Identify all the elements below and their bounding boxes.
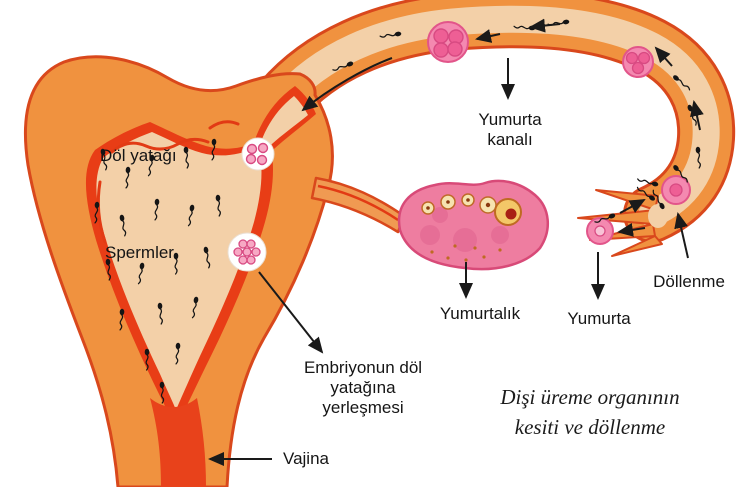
ovarian-stalk xyxy=(310,176,406,234)
blastocyst-cell xyxy=(241,137,275,171)
figure-caption: Dişi üreme organının kesiti ve döllenme xyxy=(500,385,680,439)
fallopian-tube xyxy=(253,0,736,243)
fertilization-pointer xyxy=(674,212,689,259)
label-uterus: Döl yatağı xyxy=(100,146,177,165)
label-ovary: Yumurtalık xyxy=(439,304,521,323)
ovulated-egg xyxy=(586,217,614,245)
fertilization-egg xyxy=(661,175,691,205)
zygote-cell xyxy=(622,46,654,78)
egg-cells xyxy=(427,21,691,245)
label-vagina: Vajina xyxy=(283,449,329,468)
fimbriae xyxy=(577,189,668,257)
label-implantation: Embriyonun döl yatağına yerleşmesi xyxy=(303,358,423,417)
implantation-pointer xyxy=(258,271,324,354)
label-sperm: Spermler xyxy=(105,243,174,262)
embryo-cells xyxy=(227,137,275,272)
label-arrows xyxy=(208,58,689,466)
uterine-cavity xyxy=(96,132,262,410)
ovary xyxy=(397,179,549,271)
implanting-embryo xyxy=(227,232,267,272)
label-egg: Yumurta xyxy=(567,309,631,328)
cervix-canal xyxy=(150,398,206,487)
label-egg-canal: Yumurta kanalı xyxy=(478,110,542,149)
morula-cell xyxy=(427,21,469,63)
follicles xyxy=(421,193,522,226)
label-fertilization: Döllenme xyxy=(653,272,725,291)
movement-arrows xyxy=(301,18,704,237)
uterus-body xyxy=(23,55,334,487)
